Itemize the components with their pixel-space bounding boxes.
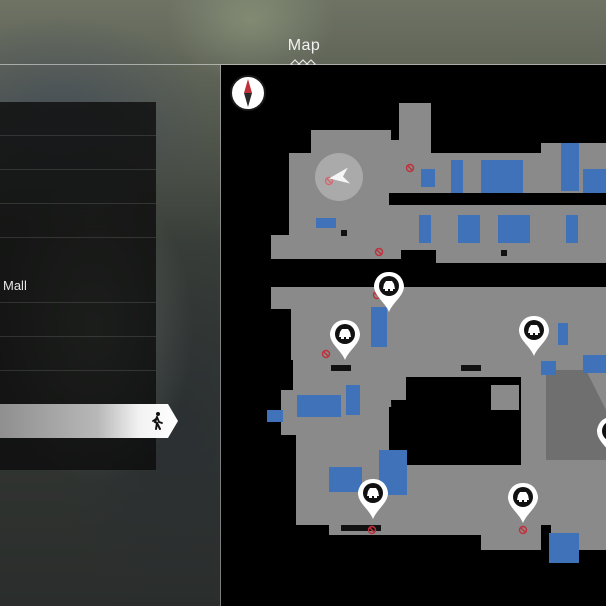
list-item-label: Mall bbox=[3, 278, 27, 293]
car-marker[interactable] bbox=[519, 316, 549, 356]
list-item[interactable] bbox=[0, 337, 156, 371]
inner-void bbox=[391, 370, 606, 465]
list-item-mall[interactable]: Mall bbox=[0, 269, 156, 303]
list-item[interactable] bbox=[0, 204, 156, 238]
walking-person-icon bbox=[152, 412, 163, 430]
shop-units bbox=[267, 143, 606, 563]
car-marker[interactable] bbox=[374, 272, 404, 312]
car-marker[interactable] bbox=[330, 320, 360, 360]
map-view[interactable] bbox=[221, 65, 606, 606]
list-item[interactable] bbox=[0, 136, 156, 170]
selection-highlight bbox=[0, 404, 178, 438]
list-item[interactable] bbox=[0, 170, 156, 204]
list-item[interactable] bbox=[0, 102, 156, 136]
no-entry-icon bbox=[321, 163, 528, 535]
header-divider bbox=[0, 64, 606, 65]
menu-header: Map bbox=[0, 0, 606, 69]
car-marker[interactable] bbox=[597, 417, 606, 457]
player-arrow-icon bbox=[315, 153, 363, 201]
small-walls bbox=[331, 230, 507, 531]
car-marker[interactable] bbox=[508, 483, 538, 523]
panel-divider bbox=[220, 65, 221, 606]
selected-list-item[interactable] bbox=[0, 404, 178, 438]
page-title: Map bbox=[287, 37, 321, 54]
mall-map[interactable] bbox=[221, 65, 606, 606]
list-item[interactable] bbox=[0, 303, 156, 337]
compass-icon[interactable] bbox=[229, 74, 267, 112]
car-marker[interactable] bbox=[358, 479, 388, 519]
